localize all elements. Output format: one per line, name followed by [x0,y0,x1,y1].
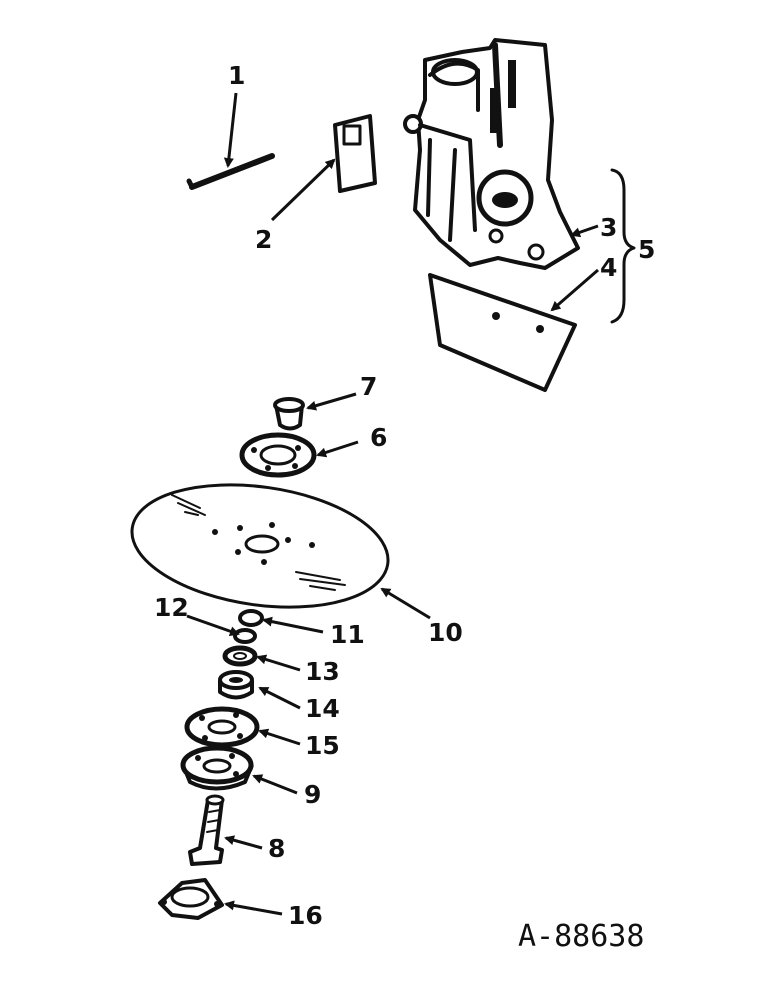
callout-15: 15 [305,731,340,760]
part-6-flange [239,432,317,478]
part-9-hub [180,745,254,791]
part-12-washer [233,628,257,644]
callout-1: 1 [228,61,245,90]
callout-14: 14 [305,694,340,723]
leader-lines [186,92,599,916]
part-7-cap [273,397,305,431]
callout-5: 5 [638,235,655,264]
part-4-scraper-blade [428,273,577,392]
part-8-spindle [188,794,225,866]
callout-6: 6 [370,423,387,452]
callout-16: 16 [288,901,323,930]
callout-3: 3 [600,213,617,242]
part-10-disk [130,483,390,609]
callout-11: 11 [330,620,365,649]
callout-12: 12 [154,593,189,622]
part-15-flange [184,706,260,748]
part-14-bearing [218,670,254,700]
part-2-plate [333,114,377,193]
part-11-seal [238,609,264,627]
callout-8: 8 [268,834,285,863]
callout-4: 4 [600,253,617,282]
callout-10: 10 [428,618,463,647]
callout-13: 13 [305,657,340,686]
bracket-5 [610,168,636,324]
part-1-pin [186,153,275,190]
part-16-cover [158,878,224,920]
part-3-bracket [403,38,580,270]
callout-7: 7 [360,372,377,401]
part-13-race [222,645,258,667]
reference-code: A-88638 [518,919,644,954]
callout-2: 2 [255,225,272,254]
callout-9: 9 [304,780,321,809]
